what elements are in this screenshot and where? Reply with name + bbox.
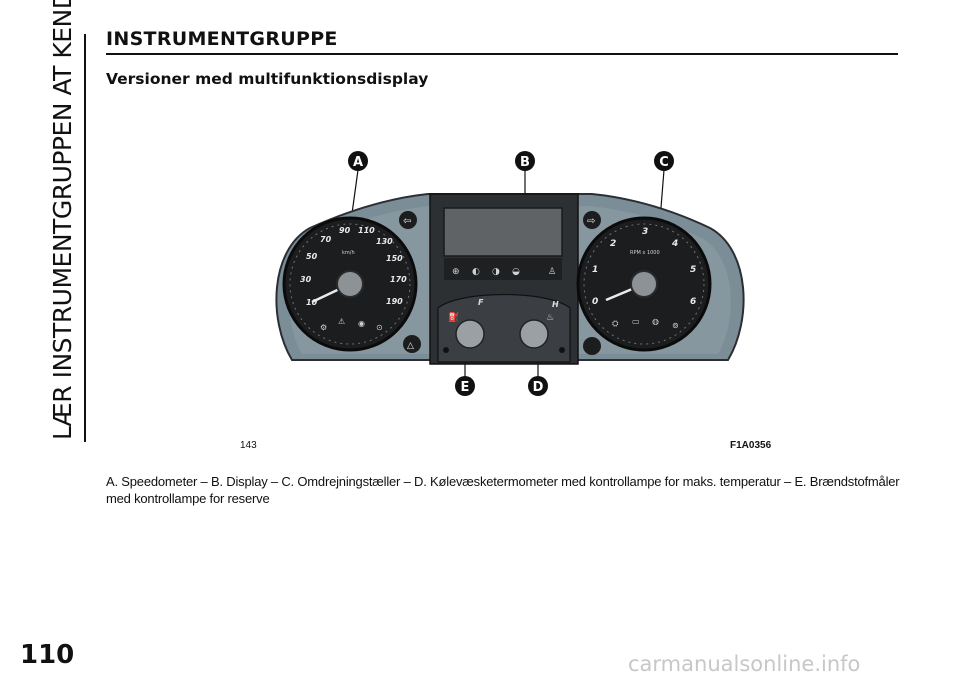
rpm-tick: 0 (592, 297, 598, 307)
speed-unit-label: km/h (342, 250, 355, 256)
hazard-indicator (403, 335, 421, 353)
speedometer-hub (336, 270, 364, 298)
tachometer-hub (630, 270, 658, 298)
instrument-cluster-figure: ⊕ ◐ ◑ ◒ ♙ F H ⛽ ♨ 10 30 50 70 90 110 130… (275, 151, 745, 396)
rpm-tick: 1 (592, 265, 598, 275)
fuel-gauge (455, 319, 485, 349)
speed-tick: 150 (386, 254, 403, 263)
callout-badge-c (654, 151, 674, 171)
rpm-tick: 4 (671, 239, 678, 249)
left-arrow-icon: ⇦ (403, 216, 411, 227)
speed-tick: 30 (300, 275, 312, 284)
callout-label-b: B (520, 155, 530, 170)
side-rule (84, 34, 86, 442)
speed-tick: 10 (306, 298, 318, 307)
callout-label-e: E (461, 380, 470, 395)
callout-badge-b (515, 151, 535, 171)
speed-tick: 170 (390, 275, 407, 284)
warning-icon: ⚠ (338, 317, 345, 326)
coolant-temperature-gauge (519, 319, 549, 349)
callout-badge-d (528, 376, 548, 396)
temp-max-light (559, 347, 565, 353)
page-number: 110 (20, 640, 75, 670)
watermark: carmanualsonline.info (628, 652, 861, 676)
warning-icon: ⚙ (320, 323, 327, 332)
hazard-icon: △ (407, 341, 414, 351)
callout-badge-a (348, 151, 368, 171)
fuel-reserve-light (443, 347, 449, 353)
speedometer-scale (289, 223, 411, 345)
fuel-full-label: F (478, 298, 484, 307)
warning-icon: ⊙ (376, 323, 383, 332)
warning-icon: ◍ (652, 317, 659, 326)
speed-tick: 50 (306, 252, 318, 261)
fuel-pump-icon: ⛽ (448, 311, 459, 323)
trip-reset-button (583, 337, 601, 355)
rpm-tick: 5 (690, 265, 696, 275)
warning-icon: ◉ (358, 319, 365, 328)
turn-signal-left (399, 211, 417, 229)
callout-label-a: A (353, 155, 363, 170)
rpm-tick: 2 (610, 239, 616, 249)
fog-light-icon: ⊕ (452, 267, 460, 277)
temp-hot-label: H (552, 300, 559, 309)
rpm-tick: 3 (642, 227, 648, 237)
figure-caption: A. Speedometer – B. Display – C. Omdrejn… (106, 474, 900, 506)
speed-tick: 190 (386, 297, 403, 306)
figure-number: 143 (240, 440, 257, 451)
right-arrow-icon: ⇨ (587, 216, 595, 227)
warning-light-strip (444, 258, 562, 280)
speed-tick: 70 (320, 235, 332, 244)
section-subtitle: Versioner med multifunktionsdisplay (106, 70, 429, 88)
coolant-icon: ♨ (546, 313, 554, 323)
callout-label-d: D (533, 380, 544, 395)
callout-badge-e (455, 376, 475, 396)
low-beam-icon: ◐ (472, 267, 480, 277)
warning-icon: ⊚ (672, 321, 679, 330)
section-side-title: LÆR INSTRUMENTGRUPPEN AT KENDE (48, 0, 77, 440)
rear-fog-icon: ◒ (512, 267, 520, 277)
warning-icon: ⛭ (612, 319, 619, 328)
rpm-tick: 6 (690, 297, 696, 307)
speed-tick: 110 (358, 226, 375, 235)
high-beam-icon: ◑ (492, 267, 500, 277)
rpm-unit-label: RPM x 1000 (630, 250, 660, 256)
tachometer-scale (583, 223, 705, 345)
multifunction-display (443, 207, 563, 257)
speed-tick: 130 (376, 237, 393, 246)
callout-label-c: C (659, 155, 669, 170)
figure-code: F1A0356 (730, 440, 772, 451)
page-title: INSTRUMENTGRUPPE (106, 28, 338, 50)
seat-belt-icon: ♙ (548, 267, 556, 277)
turn-signal-right (583, 211, 601, 229)
speed-tick: 90 (339, 226, 351, 235)
warning-icon: ▭ (632, 317, 640, 326)
title-rule (106, 53, 898, 55)
